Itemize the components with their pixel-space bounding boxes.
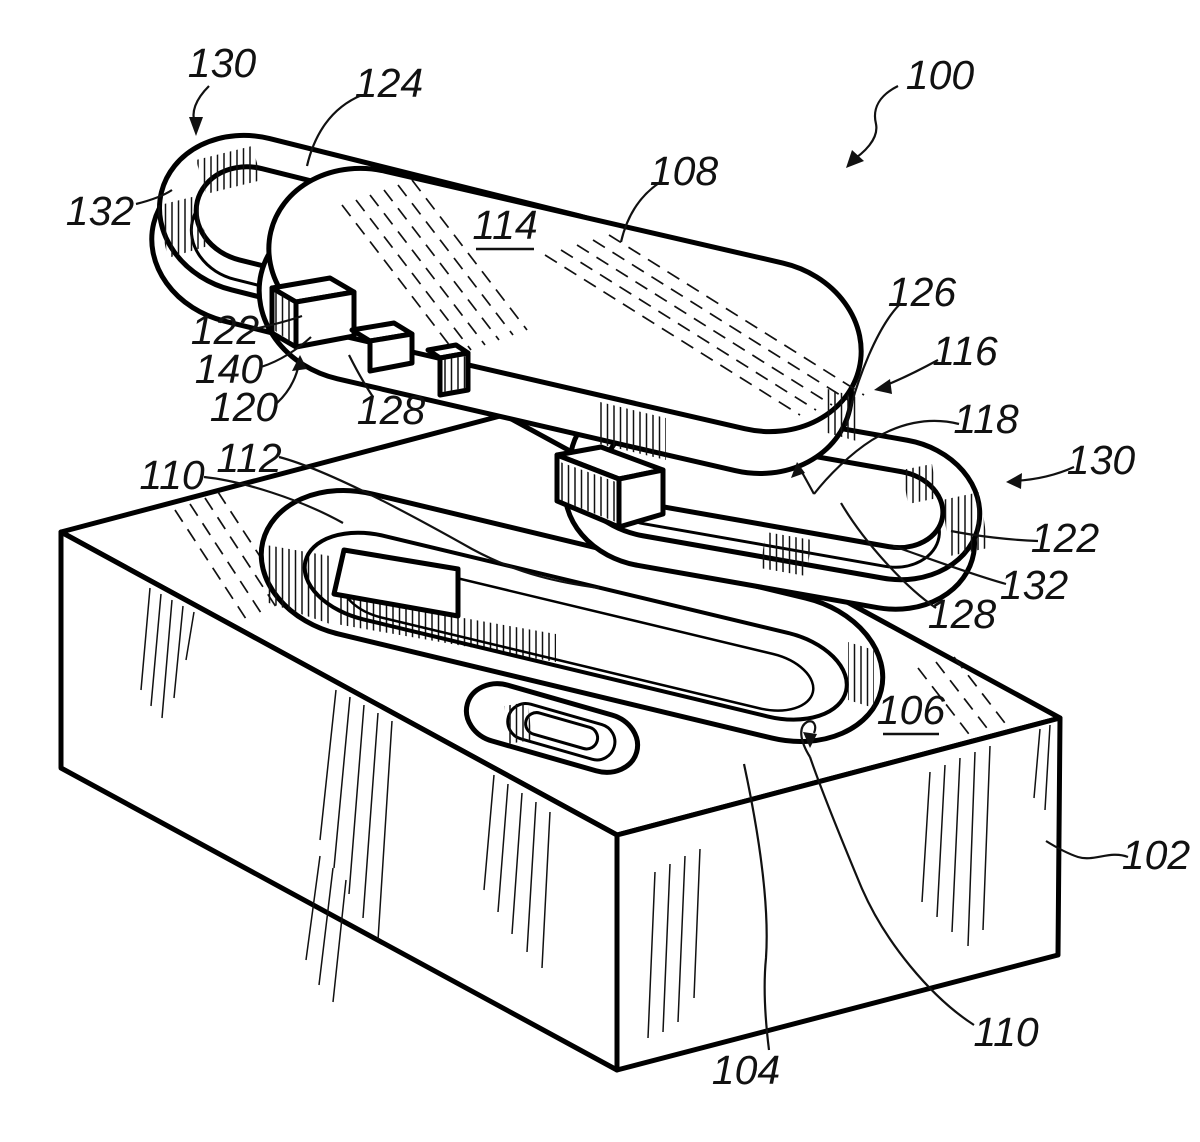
tab-right-side: [616, 467, 666, 530]
hatch-streaks: [140, 587, 1051, 1039]
leader-110-bottom: [800, 720, 975, 1026]
ref-numeral-128-right: 128: [928, 591, 997, 637]
leader-112: [278, 455, 600, 590]
leader-140: [260, 336, 312, 369]
ref-numeral-116: 116: [932, 328, 998, 374]
recess-rim: [258, 488, 886, 744]
leader-122-right: [950, 529, 1039, 543]
arrowhead-100: [846, 150, 864, 168]
ref-numeral-114: 114: [472, 202, 537, 248]
leader-128-left: [348, 354, 374, 398]
leader-124: [305, 93, 363, 167]
ref-numeral-122-left: 122: [191, 307, 260, 353]
ref-numeral-106: 106: [877, 687, 946, 733]
boss-hatch: [504, 702, 532, 744]
leader-102: [1045, 840, 1129, 860]
ref-numeral-130-right: 130: [1067, 437, 1136, 483]
ref-numeral-110-bottom: 110: [973, 1009, 1039, 1055]
surface-shine-marks: [174, 491, 1009, 739]
plate-wall-hatch-center: [600, 402, 666, 460]
ref-numeral-120: 120: [210, 384, 279, 430]
tab-left-front: [293, 289, 357, 350]
recess-notch: [331, 547, 461, 619]
tab-step-front: [367, 331, 415, 374]
leader-132-right: [892, 544, 1007, 586]
ref-numeral-128-left: 128: [357, 387, 426, 433]
leader-110-left: [203, 475, 344, 524]
arrowhead-118: [791, 462, 805, 478]
ring-left-hatch-inner: [196, 146, 262, 194]
ref-numeral-104: 104: [712, 1047, 780, 1093]
ref-numeral-102: 102: [1122, 832, 1191, 878]
ref-numeral-122-right: 122: [1031, 515, 1100, 561]
arrowhead-130-right: [1006, 473, 1022, 489]
ref-numeral-130-top-left: 130: [188, 40, 257, 86]
ref-numeral-132-right: 132: [1000, 562, 1069, 608]
recess-ledge: [302, 530, 849, 722]
tab-right-ring: [554, 444, 666, 530]
reference-labels: 130 124 132 100 114 108 126 116 118 130 …: [66, 40, 1191, 1093]
leader-130-right: [1013, 465, 1075, 483]
leader-128-right: [840, 502, 937, 609]
alignment-tabs-left: [269, 275, 471, 398]
ref-numeral-118: 118: [953, 396, 1019, 442]
plate-wall-hatch-right: [824, 388, 860, 442]
leader-108: [619, 182, 660, 243]
ring-right-hatch-inner: [902, 464, 938, 504]
leader-100: [849, 85, 899, 163]
recess-wall-hatch-left: [266, 545, 330, 624]
ring-right-hatch-lower: [760, 532, 812, 576]
ref-numeral-124: 124: [355, 60, 423, 106]
leader-104: [742, 763, 771, 1051]
leader-122-left: [253, 314, 303, 331]
ref-numeral-132-left: 132: [66, 188, 135, 234]
arrowhead-120: [292, 355, 307, 371]
ring-left-hatch-outer: [156, 196, 208, 258]
leader-lines: [135, 85, 1129, 1051]
housing-recess: [258, 488, 886, 775]
ref-numeral-108: 108: [650, 148, 719, 194]
arrowhead-130-top-left: [189, 117, 203, 136]
ref-numeral-140: 140: [195, 346, 264, 392]
arrowhead-116: [874, 379, 892, 394]
ref-numeral-126: 126: [888, 269, 957, 315]
leader-126: [844, 304, 900, 427]
ring-right-hatch-outer: [942, 492, 988, 556]
leader-116: [883, 359, 939, 388]
arrowhead-110-bottom: [803, 732, 817, 748]
ref-numeral-112: 112: [216, 435, 282, 481]
plate-shine-marks: [341, 179, 865, 416]
ref-numeral-100: 100: [906, 52, 975, 98]
housing-right-face: [614, 715, 1063, 1073]
recess-wall-hatch-right: [848, 642, 874, 708]
ref-numeral-110-left: 110: [139, 452, 205, 498]
leader-132-left: [135, 189, 173, 206]
